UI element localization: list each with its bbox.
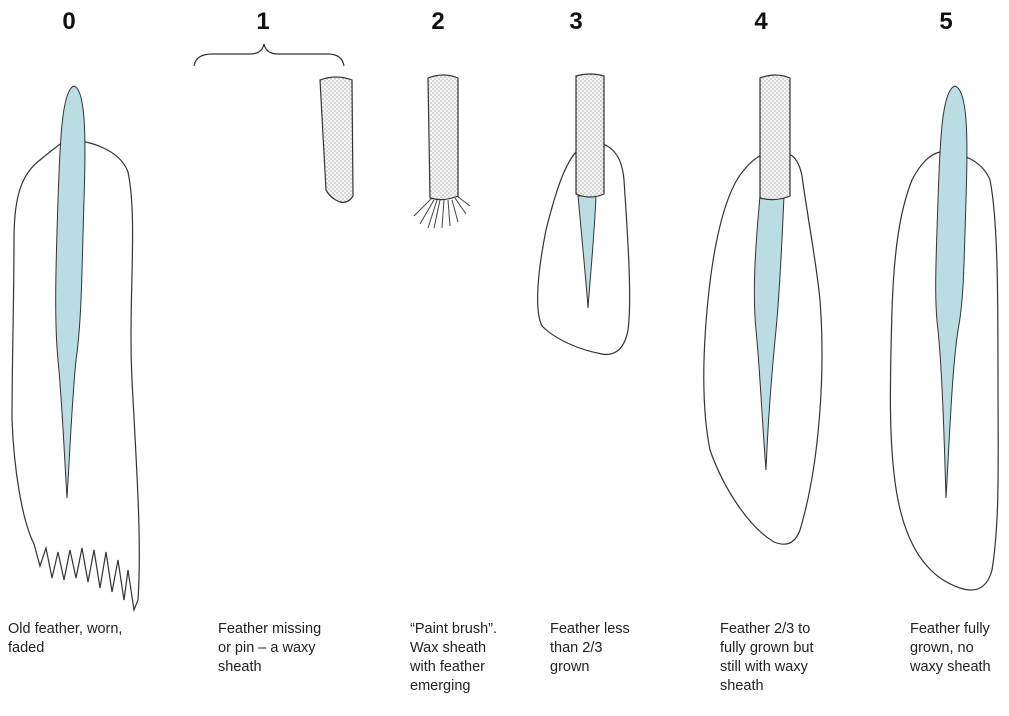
stage-1-description: Feather missing or pin – a waxy sheath (218, 620, 321, 677)
stage-5-description: Feather fully grown, no waxy sheath (910, 620, 991, 677)
stage-3-sheath (576, 74, 604, 197)
stage-5-feather (890, 86, 998, 590)
stage-1-pin-feather (320, 77, 353, 202)
stage-1-brace (194, 44, 344, 66)
stage-2-paint-brush (414, 75, 470, 228)
stage-4-description: Feather 2/3 to fully grown but still wit… (720, 620, 814, 696)
stage-1-sheath (320, 77, 353, 202)
stage-3-description: Feather less than 2/3 grown (550, 620, 630, 677)
stage-4-sheath (760, 75, 790, 200)
stage-4-feather (704, 75, 822, 544)
stage-2-bristles (414, 196, 470, 228)
stage-2-description: “Paint brush”. Wax sheath with feather e… (410, 620, 497, 696)
stage-2-sheath (428, 75, 458, 200)
stage-0-feather (12, 86, 139, 610)
stage-3-feather (538, 74, 630, 354)
stage-0-description: Old feather, worn, faded (8, 620, 122, 658)
